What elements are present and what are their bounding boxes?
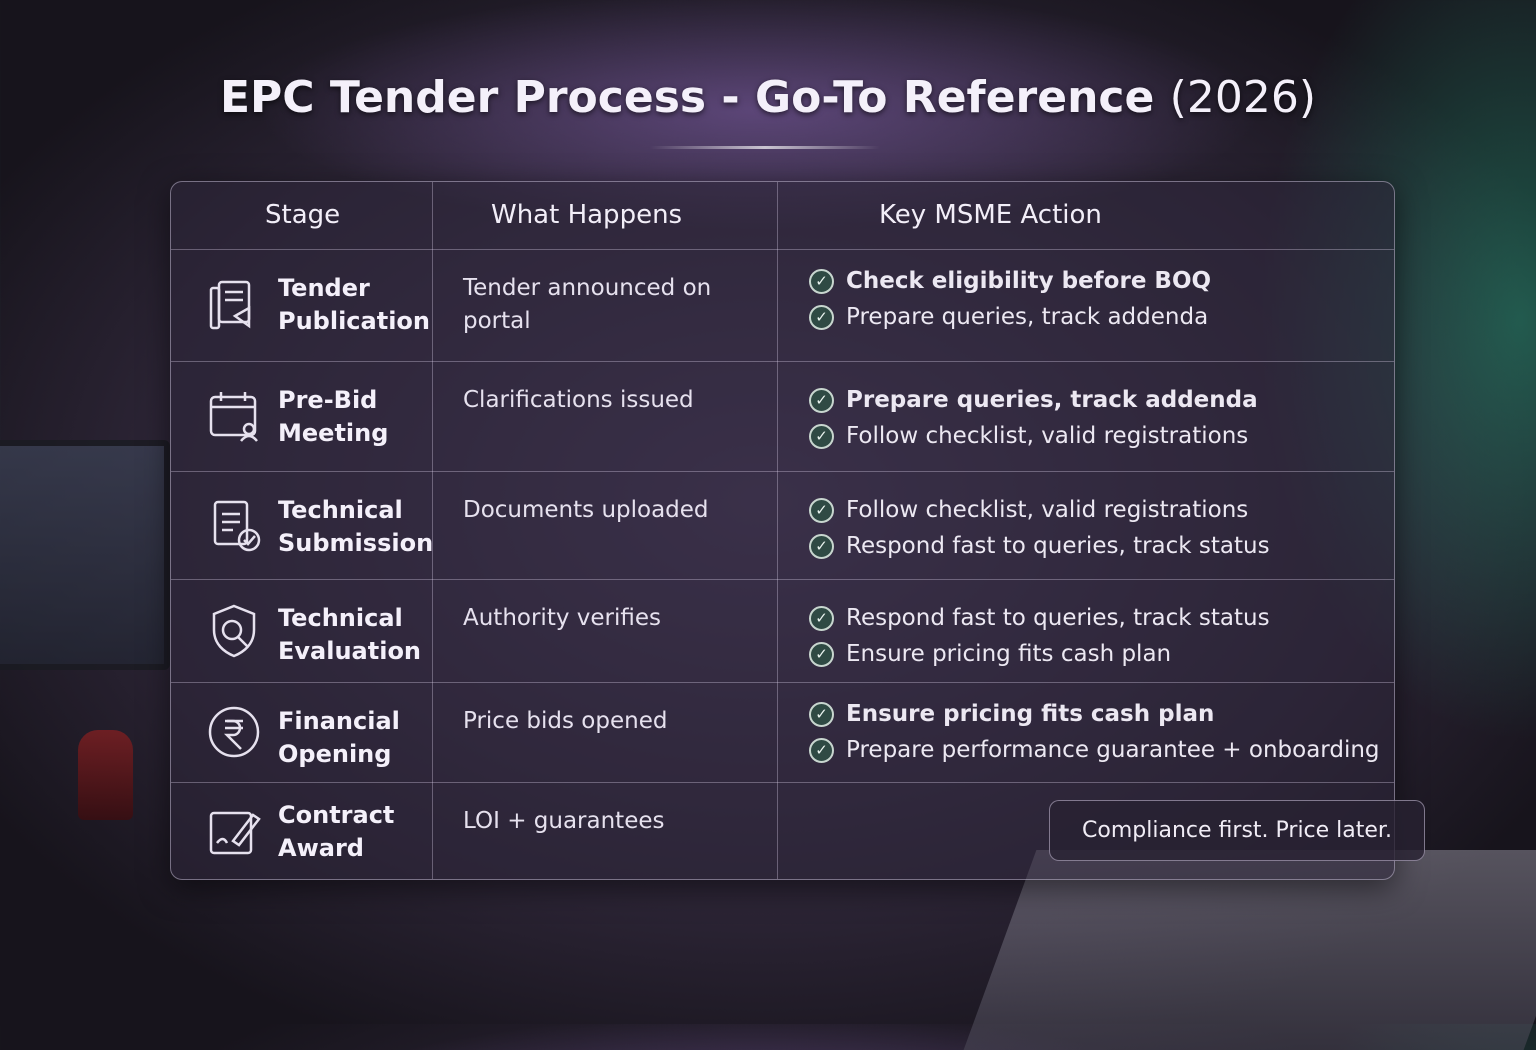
tender-document-icon: [209, 280, 251, 330]
check-circle-icon: ✓: [809, 423, 834, 449]
page-title: EPC Tender Process - Go-To Reference (20…: [220, 72, 1316, 123]
column-divider: [777, 182, 778, 879]
action-item: ✓Respond fast to queries, track status: [809, 528, 1270, 564]
check-circle-icon: ✓: [809, 304, 834, 330]
action-item: ✓Prepare queries, track addenda: [809, 299, 1211, 335]
action-item: ✓Ensure pricing fits cash plan: [809, 636, 1270, 672]
tender-process-table: Stage What Happens Key MSME Action Tende…: [170, 181, 1395, 880]
calendar-meeting-icon: [209, 392, 258, 442]
action-item: ✓Prepare performance guarantee + onboard…: [809, 732, 1380, 768]
background-laptop: [0, 440, 170, 670]
action-list: ✓Check eligibility before BOQ✓Prepare qu…: [809, 263, 1211, 335]
what-happens-text: Documents uploaded: [463, 497, 709, 523]
action-item: ✓Ensure pricing fits cash plan: [809, 696, 1380, 732]
check-circle-icon: ✓: [809, 497, 834, 523]
check-circle-icon: ✓: [809, 387, 834, 413]
what-happens-text: Authority verifies: [463, 605, 661, 631]
contract-sign-icon: [209, 811, 261, 854]
action-item: ✓Check eligibility before BOQ: [809, 263, 1211, 299]
check-circle-icon: ✓: [809, 737, 834, 763]
action-item: ✓Prepare queries, track addenda: [809, 382, 1258, 418]
header-key-action: Key MSME Action: [879, 200, 1102, 230]
title-glow: [650, 146, 880, 149]
action-item: ✓Follow checklist, valid registrations: [809, 492, 1270, 528]
header-stage: Stage: [265, 200, 341, 230]
check-circle-icon: ✓: [809, 701, 834, 727]
what-happens-text: Tender announced on portal: [463, 275, 712, 334]
action-list: ✓Respond fast to queries, track status✓E…: [809, 600, 1270, 672]
check-circle-icon: ✓: [809, 268, 834, 294]
header-what-happens: What Happens: [491, 200, 683, 230]
what-happens-text: Clarifications issued: [463, 387, 694, 413]
column-divider: [432, 182, 433, 879]
shield-search-icon: [212, 604, 256, 657]
check-circle-icon: ✓: [809, 605, 834, 631]
action-list: ✓Follow checklist, valid registrations✓R…: [809, 492, 1270, 564]
callout-banner: Compliance first. Price later.: [1049, 800, 1425, 861]
action-item: ✓Follow checklist, valid registrations: [809, 418, 1258, 454]
check-circle-icon: ✓: [809, 641, 834, 667]
action-item: ✓Respond fast to queries, track status: [809, 600, 1270, 636]
what-happens-text: Price bids opened: [463, 708, 668, 734]
check-circle-icon: ✓: [809, 533, 834, 559]
action-list: ✓Ensure pricing fits cash plan✓Prepare p…: [809, 696, 1380, 768]
document-check-icon: [213, 500, 261, 552]
background-papers: [963, 850, 1536, 1050]
background-stamp: [78, 730, 133, 820]
rupee-icon: [208, 706, 260, 758]
action-list: ✓Prepare queries, track addenda✓Follow c…: [809, 382, 1258, 454]
what-happens-text: LOI + guarantees: [463, 808, 665, 834]
